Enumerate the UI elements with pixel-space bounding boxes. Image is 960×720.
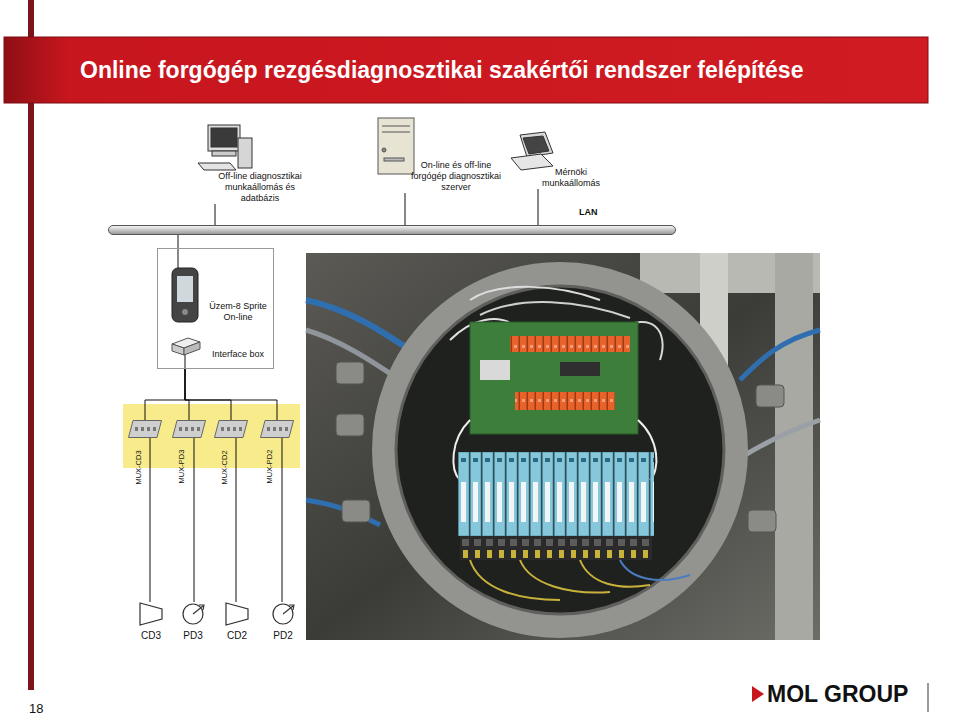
node-label: Mérnöki munkaállomás	[533, 167, 609, 189]
machine-symbol: CD3	[138, 602, 164, 626]
computer-node: Off-line diagnosztikai munkaállomás és a…	[208, 171, 312, 204]
node-label: Off-line diagnosztikai munkaállomás és a…	[208, 171, 312, 204]
mux-label: MUX-CD2	[220, 450, 229, 484]
connector-line	[405, 193, 406, 225]
connector-line	[194, 438, 195, 602]
mux-device	[128, 420, 162, 438]
computer-node: On-line és off-line forgógép diagnosztik…	[402, 160, 510, 193]
mux-port	[197, 427, 200, 431]
mux-port	[227, 427, 230, 431]
machine-label: CD3	[141, 630, 161, 642]
mux-port	[153, 427, 156, 431]
slide-title: Online forgógép rezgésdiagnosztikai szak…	[80, 56, 925, 84]
node-label: On-line és off-line forgógép diagnosztik…	[402, 160, 510, 193]
connector-line	[282, 438, 283, 602]
compressor-outline	[226, 603, 248, 625]
compressor-symbol	[138, 602, 164, 626]
machine-symbol: PD2	[270, 602, 296, 626]
mux-label: MUX-PD3	[178, 450, 187, 484]
mux-unit: MUX-CD2	[214, 420, 248, 438]
mux-port	[221, 427, 224, 431]
bus-label: LAN	[579, 207, 598, 217]
machine-symbol: PD3	[180, 602, 206, 626]
connector-line	[236, 438, 237, 602]
computer-node: Mérnöki munkaállomás	[533, 167, 609, 189]
mux-outline	[215, 421, 248, 438]
pump-symbol	[180, 602, 206, 626]
pump-circle	[183, 604, 203, 624]
mux-port	[141, 427, 144, 431]
panel-label: Üzem-8 Sprite On-line	[206, 301, 270, 323]
connector-line	[185, 369, 231, 420]
pump-circle	[273, 604, 293, 624]
mux-outline	[129, 421, 162, 438]
connector-line	[185, 369, 277, 420]
mux-unit: MUX-PD2	[260, 420, 294, 438]
mux-device	[260, 420, 294, 438]
mux-port	[279, 427, 282, 431]
compressor-outline	[140, 603, 162, 625]
mux-port	[147, 427, 150, 431]
mux-port	[267, 427, 270, 431]
compressor-symbol	[224, 602, 250, 626]
mux-port	[185, 427, 188, 431]
machine-label: PD2	[273, 630, 292, 642]
mux-port	[273, 427, 276, 431]
connector-line	[185, 369, 189, 420]
mux-outline	[261, 421, 294, 438]
mux-device	[172, 420, 206, 438]
connector-line	[178, 235, 179, 248]
machine-label: PD3	[183, 630, 202, 642]
connector-line	[150, 438, 151, 602]
mux-port	[191, 427, 194, 431]
mux-unit: MUX-PD3	[172, 420, 206, 438]
mux-port	[285, 427, 288, 431]
mux-unit: MUX-CD3	[128, 420, 162, 438]
connector-line	[145, 369, 185, 420]
mux-device	[214, 420, 248, 438]
connector-line	[538, 189, 539, 225]
interface-panel: Üzem-8 Sprite On-lineInterface box	[157, 248, 274, 369]
pump-arrow	[193, 605, 204, 614]
mux-outline	[173, 421, 206, 438]
page-number: 18	[29, 701, 43, 716]
panel-label: Interface box	[206, 349, 270, 360]
pump-symbol	[270, 602, 296, 626]
pump-arrow	[283, 605, 294, 614]
mux-port	[239, 427, 242, 431]
company-logo: MOL GROUP	[767, 681, 908, 708]
mux-port	[135, 427, 138, 431]
connector-line	[215, 204, 216, 225]
machine-symbol: CD2	[224, 602, 250, 626]
mux-port	[233, 427, 236, 431]
mux-label: MUX-PD2	[266, 450, 275, 484]
lan-bus: LAN	[108, 225, 676, 235]
mux-label: MUX-CD3	[134, 450, 143, 484]
machine-label: CD2	[227, 630, 247, 642]
mux-port	[179, 427, 182, 431]
